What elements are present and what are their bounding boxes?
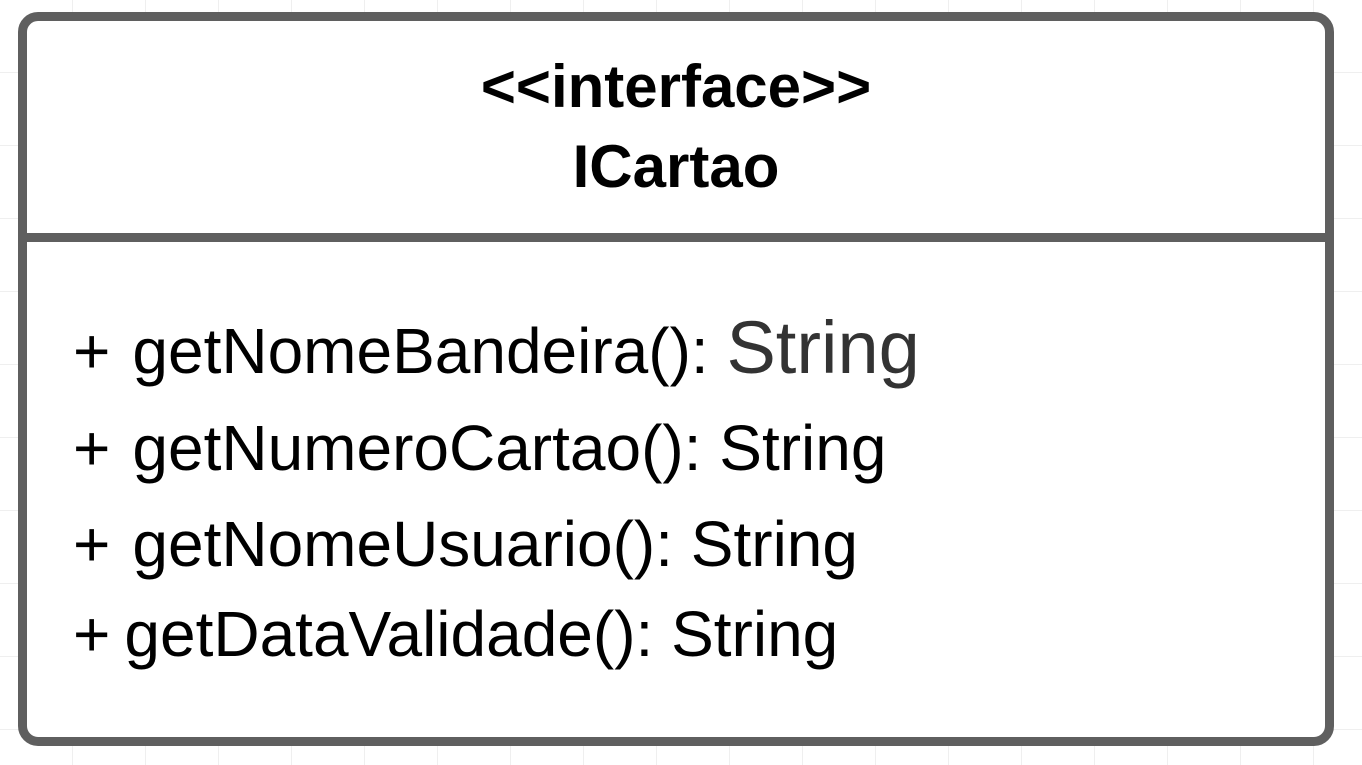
methods-compartment: + getNomeBandeira(): String + getNumeroCar… <box>73 242 1325 737</box>
method-get-data-validade[interactable]: +getDataValidade(): String <box>73 598 838 670</box>
stereotype-label: <<interface>> <box>480 53 872 120</box>
return-type: String <box>690 508 858 580</box>
method-signature: getNomeUsuario(): <box>132 508 673 580</box>
interface-header: <<interface>> ICartao <box>27 21 1325 233</box>
method-signature: getDataValidade(): <box>124 598 654 670</box>
return-type: String <box>671 598 839 670</box>
visibility-marker: + <box>73 508 111 580</box>
visibility-marker: + <box>73 412 111 484</box>
interface-name: ICartao <box>572 133 780 200</box>
uml-interface-box[interactable]: <<interface>> ICartao + getNomeBandeira()… <box>18 12 1334 746</box>
method-get-nome-bandeira[interactable]: +getNomeBandeira(): String <box>73 311 920 388</box>
method-get-nome-usuario[interactable]: + getNomeUsuario(): String <box>73 508 858 580</box>
return-type: String <box>719 412 887 484</box>
visibility-marker: + <box>73 598 111 670</box>
compartment-divider <box>27 233 1325 242</box>
method-signature: getNumeroCartao(): <box>132 412 702 484</box>
return-type: String <box>726 306 920 389</box>
method-get-numero-cartao[interactable]: + getNumeroCartao(): String <box>73 412 886 484</box>
method-signature: getNomeBandeira(): <box>132 315 709 387</box>
visibility-marker: + <box>73 315 111 387</box>
